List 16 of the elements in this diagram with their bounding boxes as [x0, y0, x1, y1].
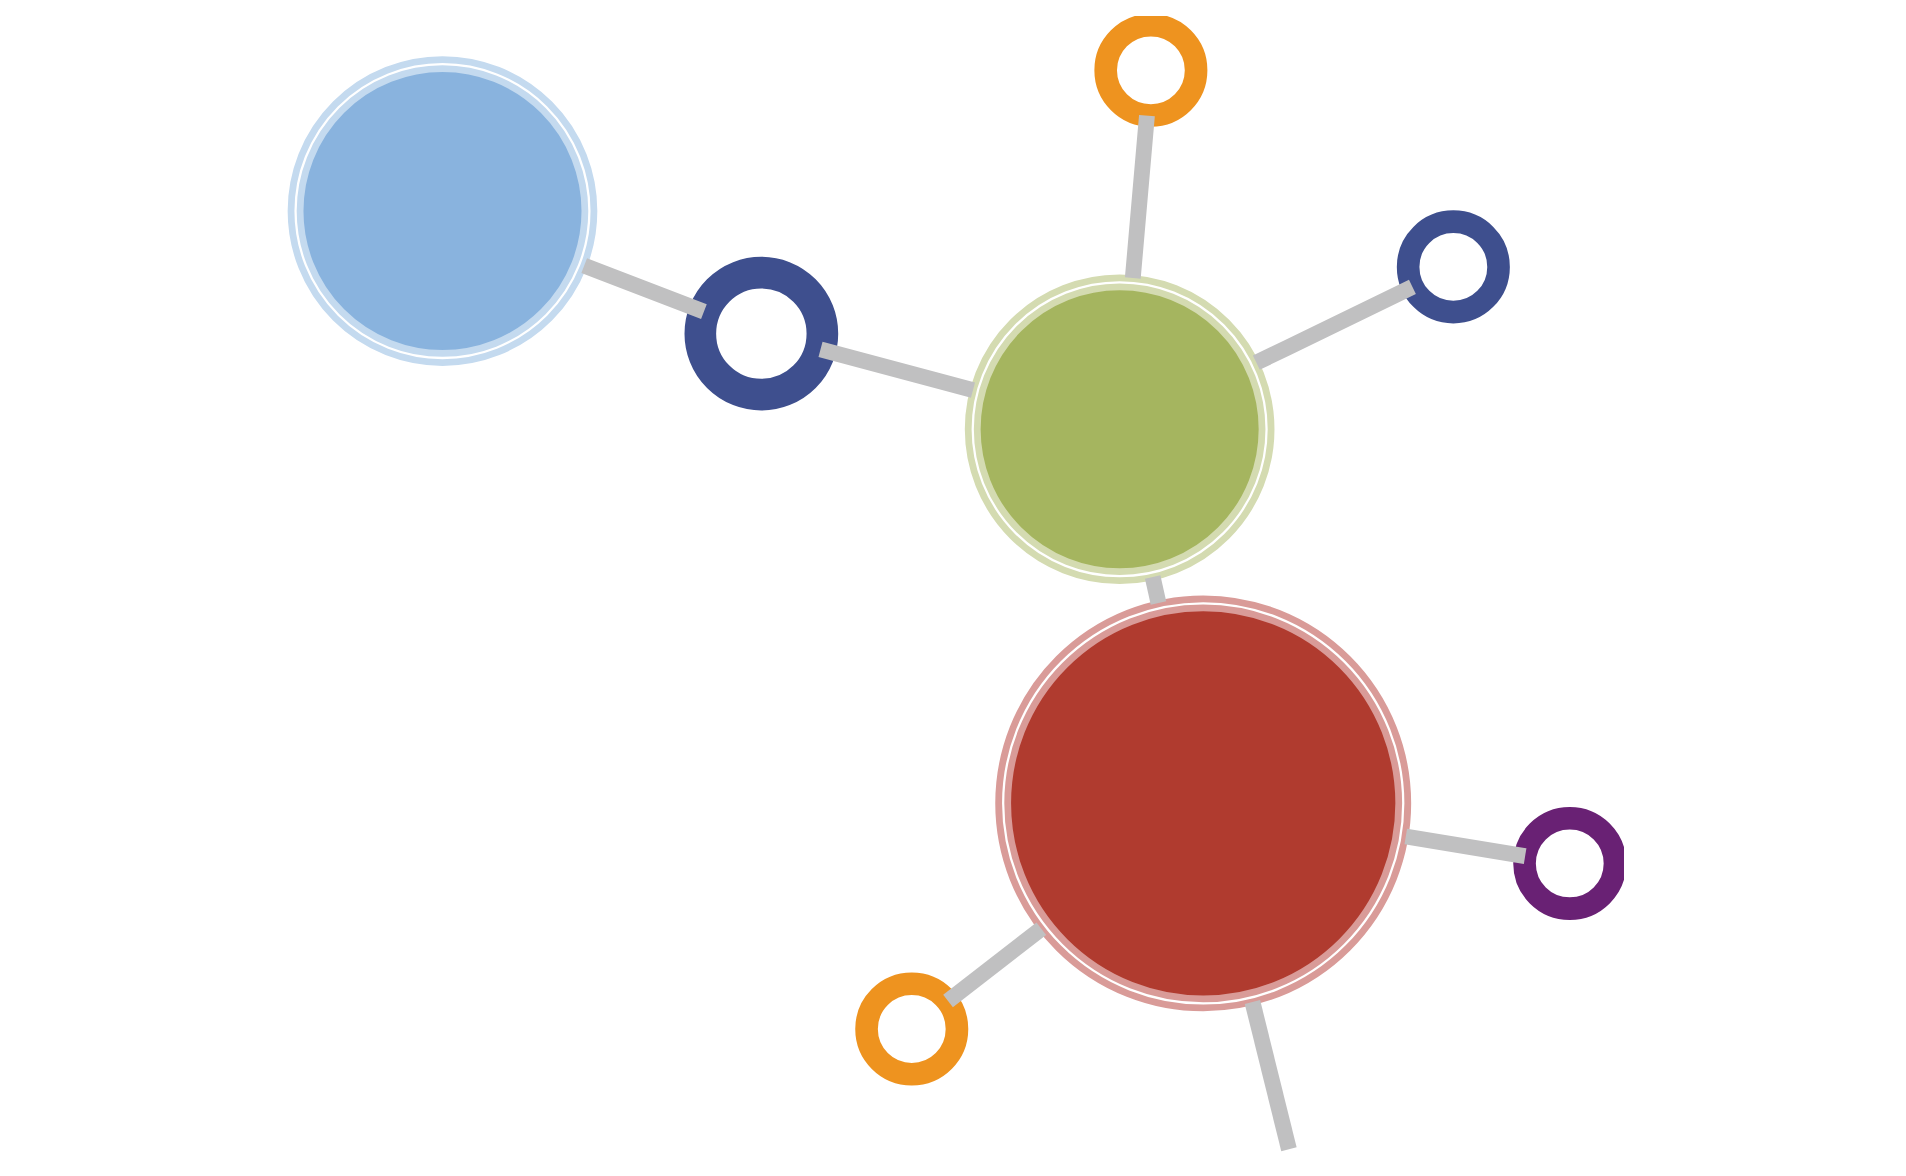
- connector: [943, 922, 1047, 1008]
- node-circle: [964, 274, 1275, 585]
- connector: [1252, 279, 1416, 370]
- connector: [581, 258, 707, 319]
- connector: [1144, 575, 1167, 605]
- node-circle: [995, 595, 1412, 1012]
- connector: [1244, 1000, 1297, 1152]
- node-circle: [1513, 806, 1624, 920]
- connector: [818, 341, 975, 398]
- connector: [1124, 115, 1155, 279]
- connector: [1404, 828, 1527, 864]
- node-circle: [1396, 210, 1510, 324]
- node-circle: [287, 56, 598, 366]
- node-circle: [684, 256, 839, 411]
- node-circle: [1094, 16, 1208, 127]
- node-circle: [855, 972, 969, 1086]
